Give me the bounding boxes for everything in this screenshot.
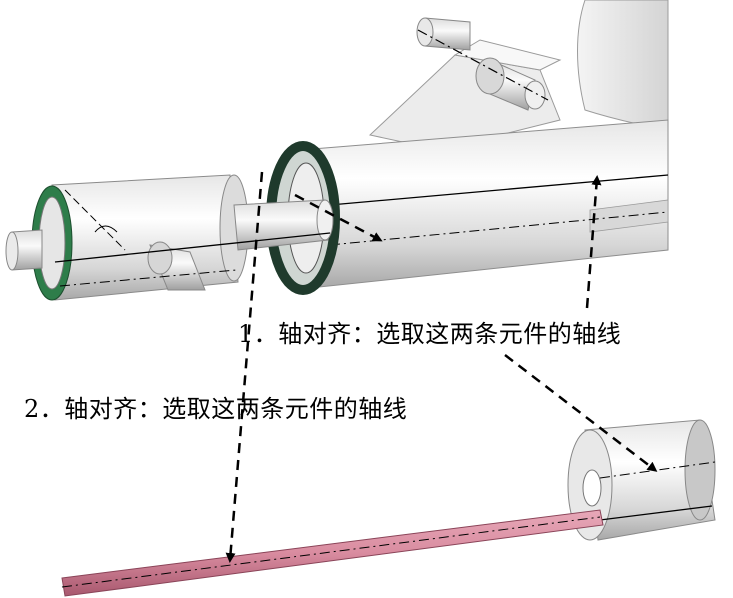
arrow-1-down: [504, 354, 658, 472]
pink-rod: [61, 509, 604, 597]
annotation-step-1: 1．轴对齐：选取这两条元件的轴线: [238, 320, 622, 348]
top-pin: [416, 17, 549, 111]
housing-cylinder: [299, 119, 669, 289]
arrow-2-down: [225, 171, 264, 563]
housing-wall: [577, 0, 669, 131]
arrow-1-up: [585, 175, 602, 309]
main-housing: [266, 0, 669, 295]
annotation-step-2: 2．轴对齐：选取这两条元件的轴线: [24, 395, 408, 423]
shaft-component: [5, 174, 334, 301]
alignment-arrows: [225, 171, 658, 563]
